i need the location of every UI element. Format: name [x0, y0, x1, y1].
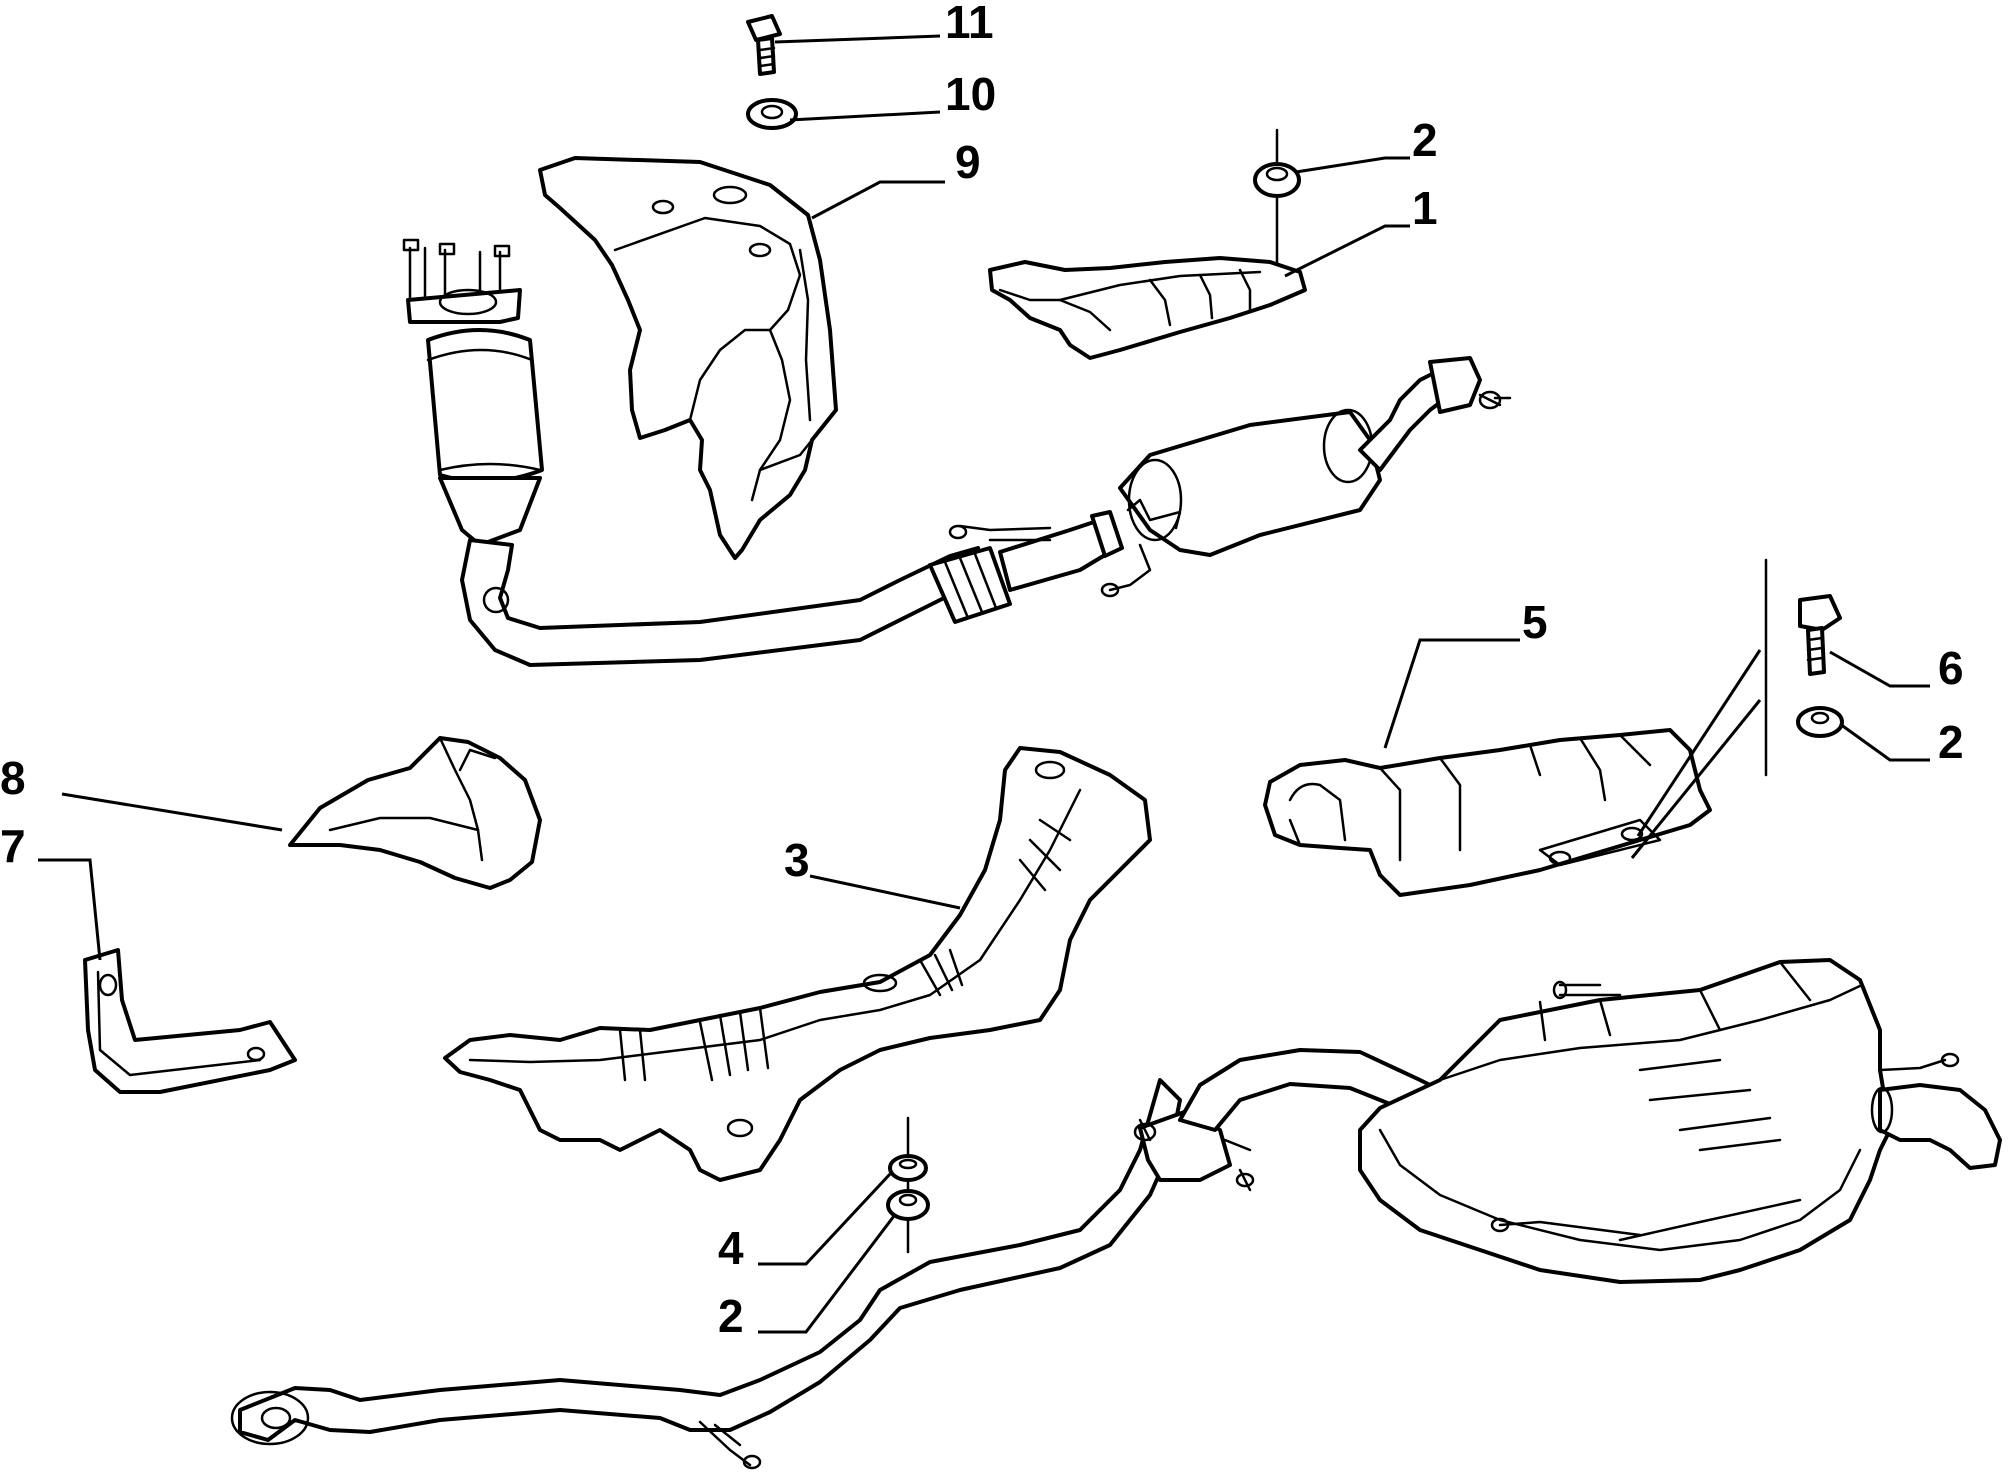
part-5-rear-heat-shield [1263, 728, 1712, 897]
callout-10: 10 [945, 68, 996, 120]
callout-numbers: 11 10 9 2 1 5 6 2 8 7 3 4 2 [0, 0, 1964, 1342]
callout-3: 3 [784, 834, 810, 886]
part-8-small-heat-shield [288, 736, 542, 890]
catalytic-converter-and-center-pipe [402, 238, 1512, 667]
callout-1: 1 [1412, 182, 1438, 234]
callout-8: 8 [0, 752, 26, 804]
part-11-bolt [746, 14, 782, 76]
part-3-tunnel-heat-shield [443, 746, 1152, 1182]
callout-4: 4 [718, 1222, 744, 1274]
part-2-nut-top [1253, 128, 1301, 272]
part-6-bolt-and-part-2-nut-right [1764, 558, 1844, 777]
part-1-center-heat-shield [988, 256, 1307, 360]
part-7-bracket [83, 948, 297, 1094]
part-4-washer-and-part-2-nut-lower [886, 1116, 930, 1254]
callout-2-lower: 2 [718, 1290, 744, 1342]
part-9-manifold-heat-shield [538, 156, 838, 560]
callout-7: 7 [0, 820, 26, 872]
callout-2-top: 2 [1412, 114, 1438, 166]
part-10-nut [746, 98, 798, 130]
rear-pipe-and-silencer [230, 958, 2002, 1470]
callout-11: 11 [945, 0, 994, 48]
callout-5: 5 [1522, 596, 1548, 648]
callout-9: 9 [955, 136, 981, 188]
callout-6: 6 [1938, 642, 1964, 694]
callout-leaders [38, 34, 1930, 1334]
callout-2-right: 2 [1938, 716, 1964, 768]
